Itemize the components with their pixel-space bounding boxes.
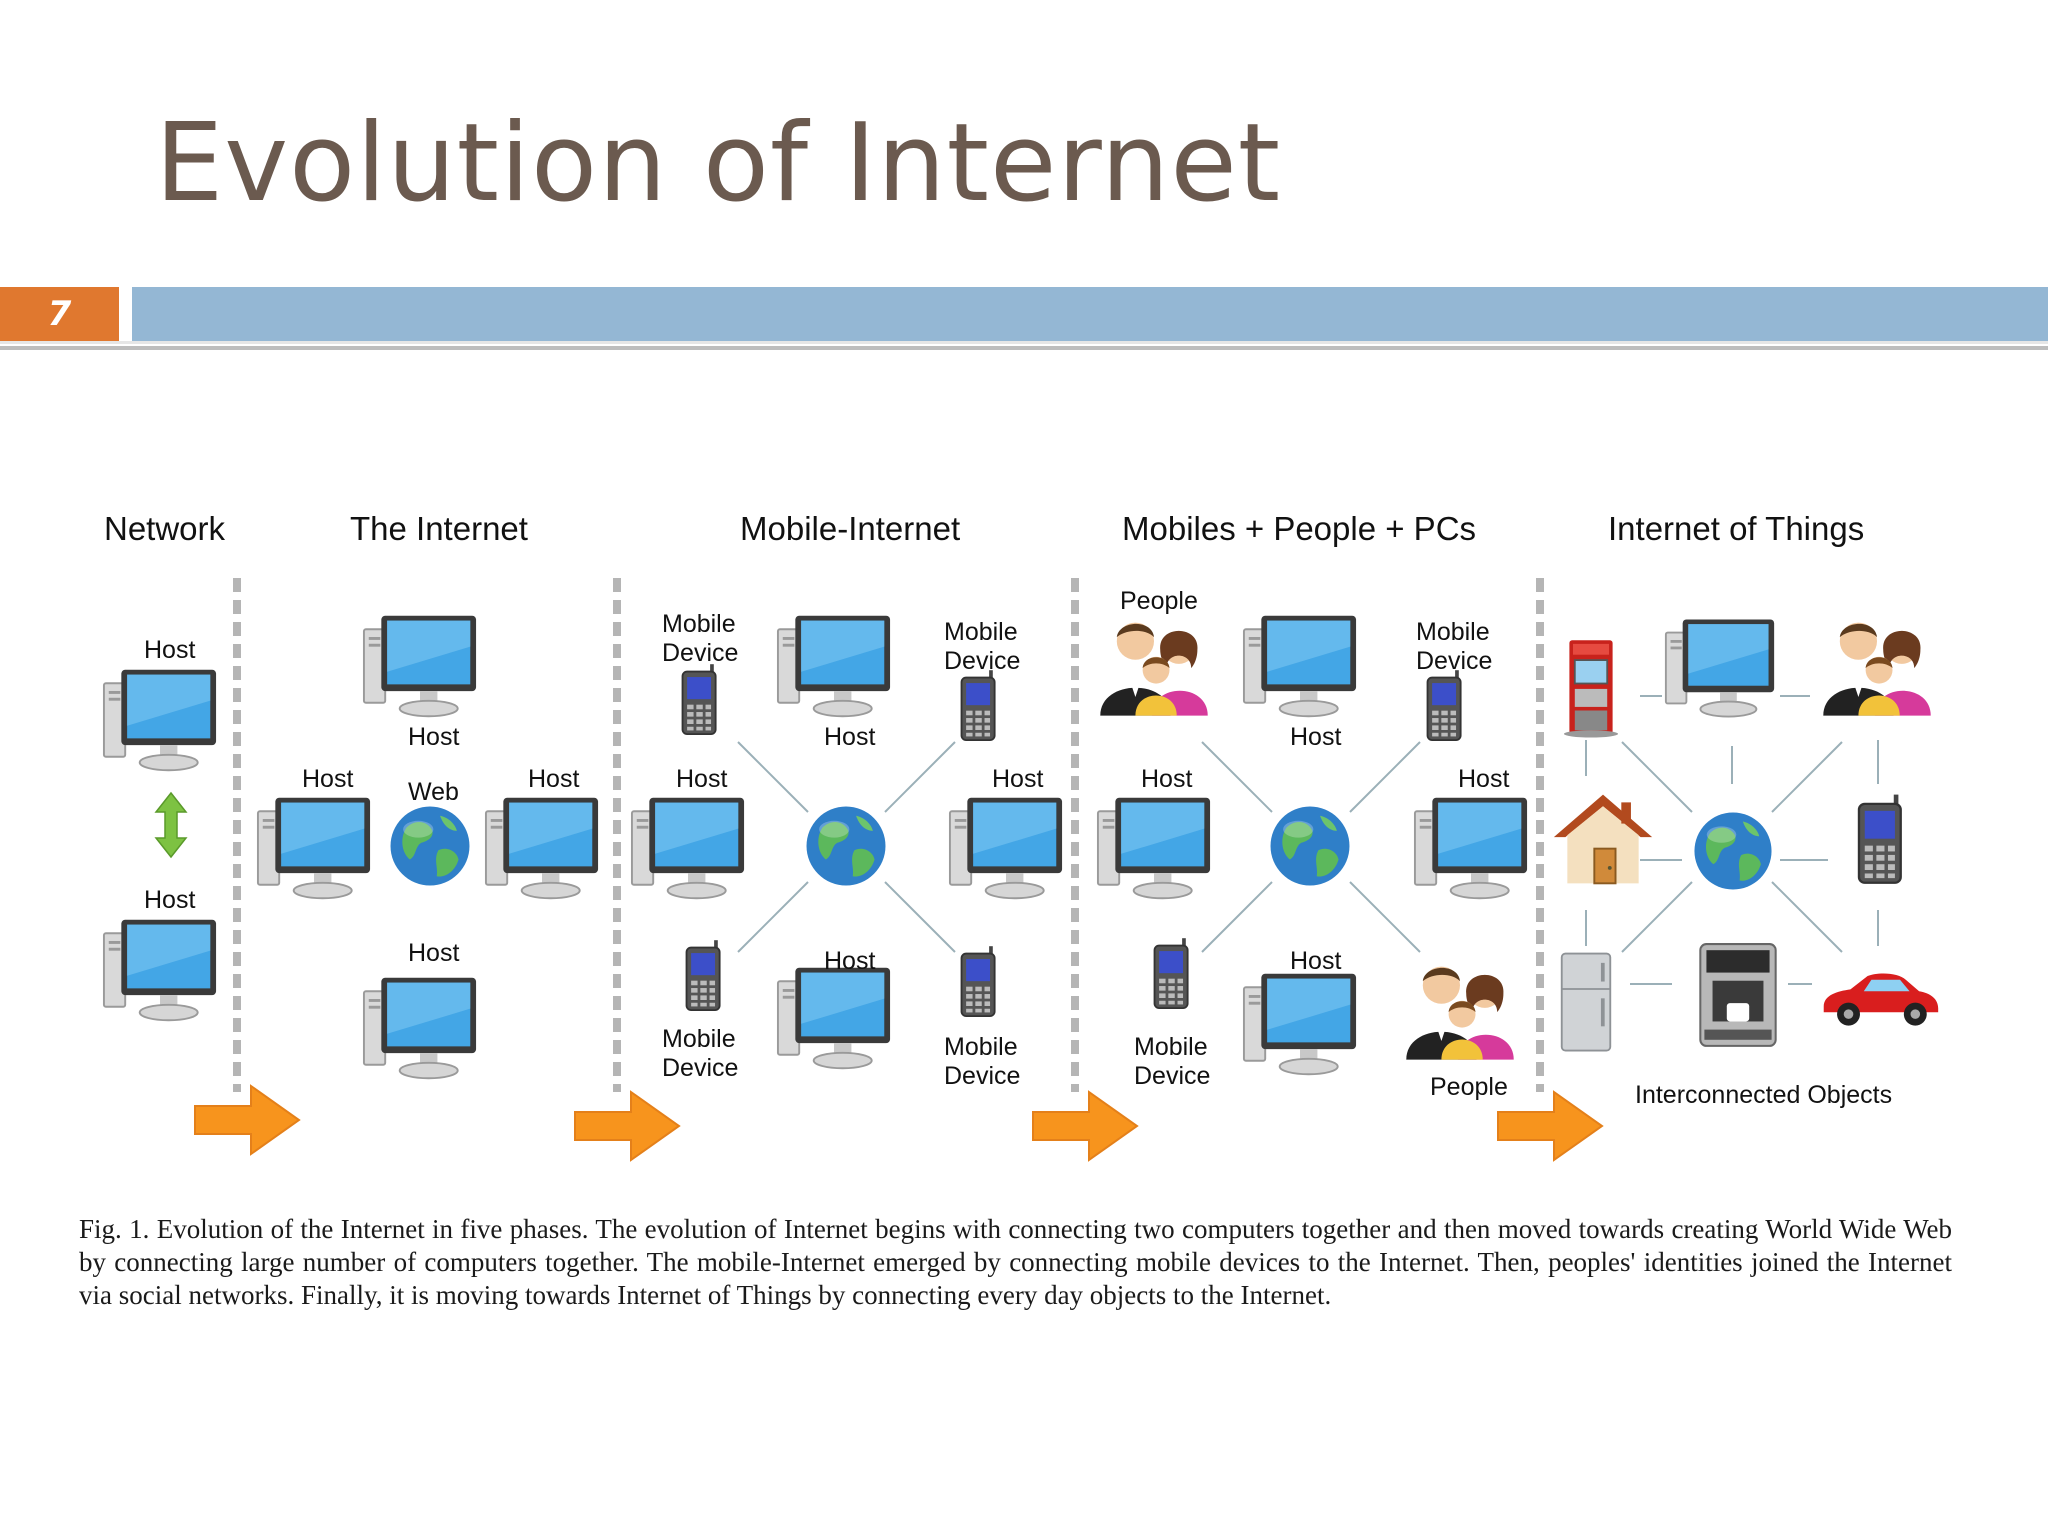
host-computer-icon	[1242, 972, 1358, 1076]
device-label: Device	[1134, 1062, 1210, 1090]
interconnected-objects-label: Interconnected Objects	[1635, 1081, 1892, 1109]
host-label: Host	[302, 765, 353, 793]
host-computer-icon	[102, 918, 218, 1022]
slide-number: 7	[0, 287, 119, 341]
host-label: Host	[528, 765, 579, 793]
host-computer-icon	[1242, 614, 1358, 718]
phase-title-network: Network	[104, 510, 226, 547]
header-bar	[132, 287, 2048, 341]
mobile-phone-icon	[1857, 793, 1903, 885]
mobile-phone-icon	[1153, 938, 1189, 1010]
mobile-label: Mobile	[662, 1025, 736, 1053]
people-icon	[1100, 622, 1208, 716]
phase-title-mobiles-people-pcs: Mobiles + People + PCs	[1122, 510, 1476, 547]
mobile-phone-icon	[685, 940, 721, 1012]
mobile-label: Mobile	[1134, 1033, 1208, 1061]
house-icon	[1552, 793, 1654, 885]
coffee-machine-icon	[1699, 943, 1777, 1047]
host-computer-icon	[776, 614, 892, 718]
phase-title-iot: Internet of Things	[1608, 510, 1864, 547]
people-icon	[1823, 622, 1931, 716]
mobile-phone-icon	[960, 670, 996, 742]
device-label: Device	[944, 1062, 1020, 1090]
host-computer-icon	[362, 614, 478, 718]
mobile-phone-icon	[681, 664, 717, 736]
host-label: Host	[408, 939, 459, 967]
figure-caption: Fig. 1. Evolution of the Internet in fiv…	[79, 1214, 1952, 1310]
phase-title-mobile-internet: Mobile-Internet	[740, 510, 960, 547]
double-arrow-icon	[154, 791, 188, 859]
host-label: Host	[1290, 723, 1341, 751]
people-label: People	[1430, 1073, 1508, 1101]
host-label: Host	[992, 765, 1043, 793]
host-label: Host	[144, 636, 195, 664]
arrow-right-icon	[194, 1085, 300, 1155]
host-label: Host	[1141, 765, 1192, 793]
host-computer-icon	[630, 796, 746, 900]
device-label: Device	[662, 1054, 738, 1082]
host-computer-icon	[1664, 618, 1776, 718]
host-label: Host	[1290, 947, 1341, 975]
phase-title-internet: The Internet	[350, 510, 528, 547]
arrow-right-icon	[1497, 1091, 1603, 1161]
phase-separators	[233, 578, 1544, 1092]
fridge-icon	[1560, 952, 1612, 1052]
car-icon	[1823, 973, 1939, 1026]
header-underline	[0, 346, 2048, 350]
device-label: Device	[1416, 647, 1492, 675]
host-label: Host	[1458, 765, 1509, 793]
host-computer-icon	[362, 976, 478, 1080]
host-computer-icon	[256, 796, 372, 900]
people-label: People	[1120, 587, 1198, 615]
slide-title: Evolution of Internet	[155, 101, 1282, 226]
arrow-right-icon	[1032, 1091, 1138, 1161]
connection-lines	[737, 695, 1879, 985]
globe-icon	[390, 806, 470, 886]
globe-icon	[1270, 806, 1350, 886]
host-computer-icon	[102, 668, 218, 772]
host-label: Host	[676, 765, 727, 793]
web-label: Web	[408, 778, 459, 806]
host-label: Host	[824, 947, 875, 975]
people-icon	[1406, 966, 1514, 1060]
mobile-phone-icon	[1426, 670, 1462, 742]
host-computer-icon	[1096, 796, 1212, 900]
host-label: Host	[144, 886, 195, 914]
mobile-phone-icon	[960, 946, 996, 1018]
atm-icon	[1564, 639, 1618, 739]
mobile-label: Mobile	[662, 610, 736, 638]
globe-icon	[1694, 812, 1772, 890]
host-computer-icon	[948, 796, 1064, 900]
host-computer-icon	[484, 796, 600, 900]
host-computer-icon	[776, 966, 892, 1070]
globe-icon	[806, 806, 886, 886]
header-shadow	[0, 341, 2048, 344]
host-label: Host	[408, 723, 459, 751]
mobile-label: Mobile	[944, 1033, 1018, 1061]
device-label: Device	[662, 639, 738, 667]
device-label: Device	[944, 647, 1020, 675]
arrow-right-icon	[574, 1091, 680, 1161]
mobile-label: Mobile	[944, 618, 1018, 646]
host-computer-icon	[1413, 796, 1529, 900]
host-label: Host	[824, 723, 875, 751]
mobile-label: Mobile	[1416, 618, 1490, 646]
